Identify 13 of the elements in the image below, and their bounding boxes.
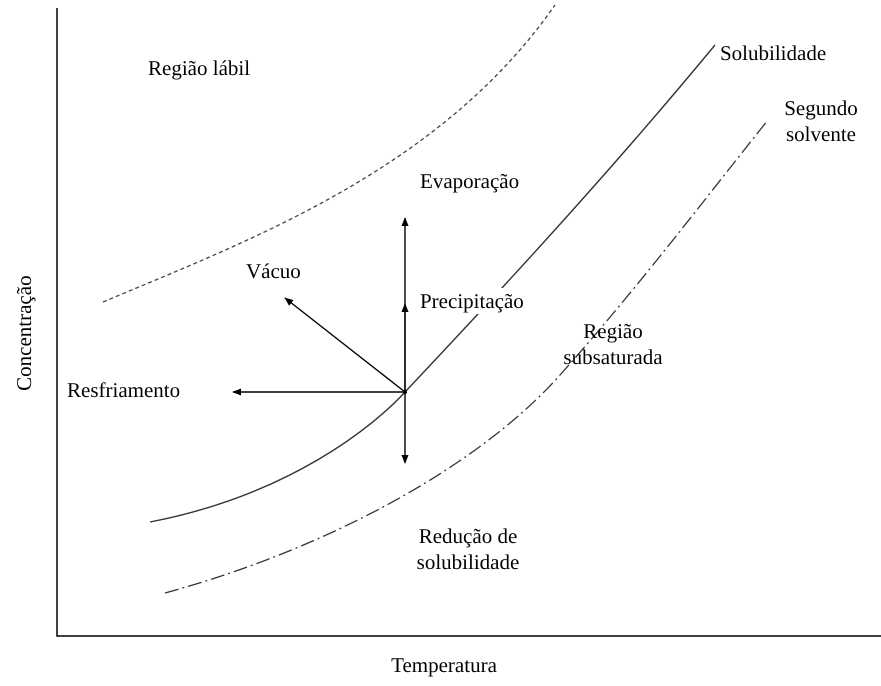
axis-title: Concentração [10,274,37,393]
arrow [401,392,409,464]
origin-point [403,390,407,394]
arrow [284,297,406,393]
arrow-label: Precipitação [418,288,526,314]
region-label: Região lábil [148,55,252,82]
region-label: Solubilidade [720,40,828,66]
arrow [232,388,405,396]
axis-title: Temperatura [390,652,498,678]
region-label: Região subsaturada [562,318,664,370]
arrow [401,303,409,392]
region-label: Redução de solubilidade [416,523,520,576]
region-label: Segundo solvente [783,95,859,148]
